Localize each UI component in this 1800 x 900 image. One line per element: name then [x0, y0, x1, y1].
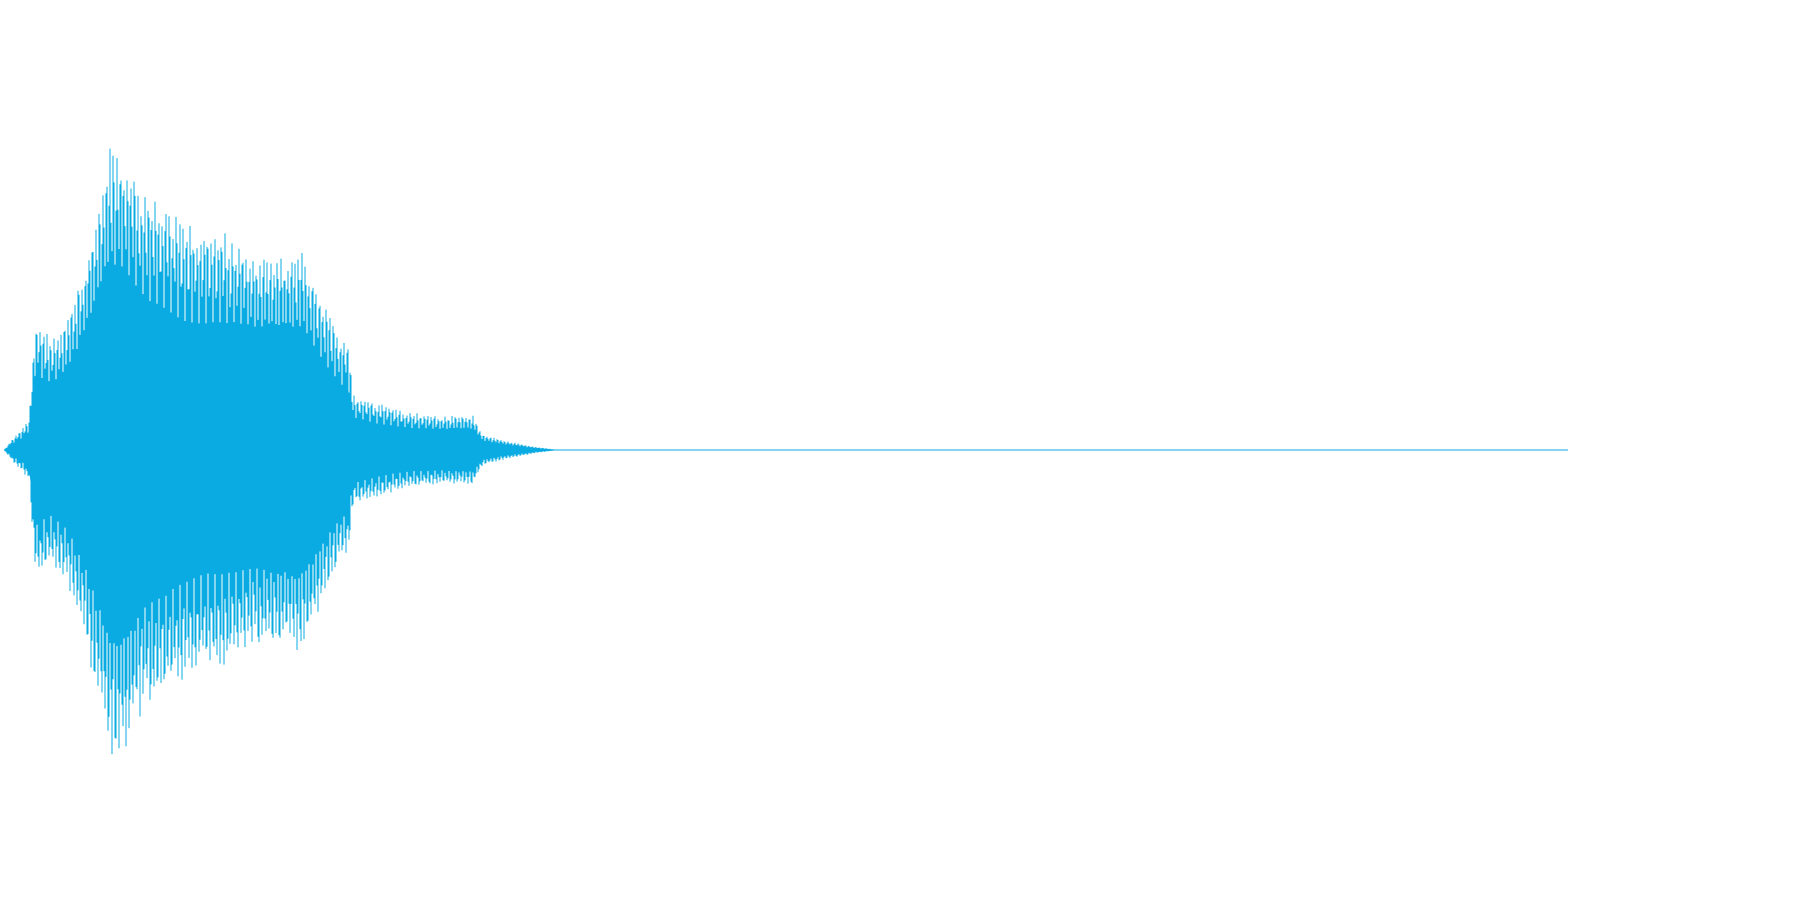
waveform-peaks — [4, 148, 555, 755]
